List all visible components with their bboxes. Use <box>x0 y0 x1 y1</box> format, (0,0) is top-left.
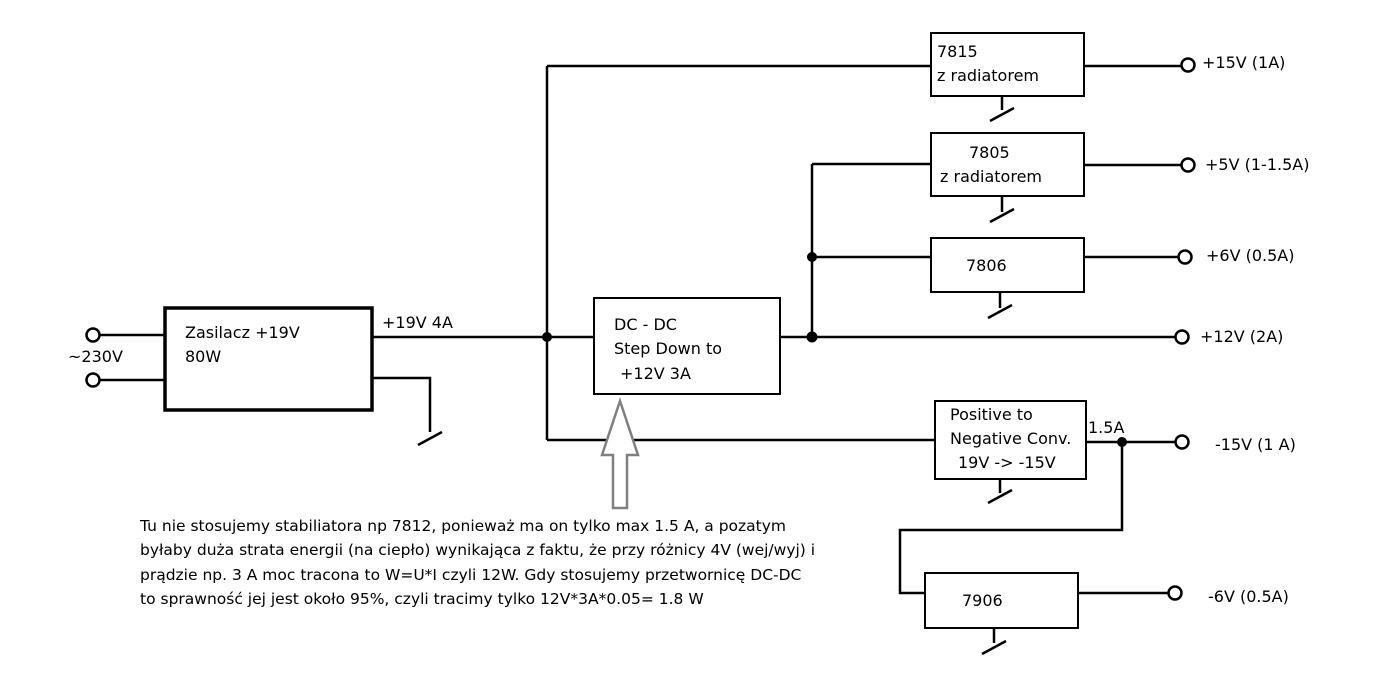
mains-input: ~230V <box>68 327 165 388</box>
7805-label: 7805 <box>969 143 1010 162</box>
output-label-n6: -6V (0.5A) <box>1208 587 1289 606</box>
7806-label: 7806 <box>966 256 1007 275</box>
converter-block: Positive to Negative Conv. 19V -> -15V 1… <box>934 400 1296 505</box>
dcdc-block: DC - DC Step Down to +12V 3A <box>593 297 781 395</box>
7806-box <box>930 237 1085 293</box>
output-terminal-p5 <box>1180 157 1196 173</box>
psu-ground-wire <box>372 376 432 432</box>
7906-label: 7906 <box>962 591 1003 610</box>
regulator-7906: 7906 -6V (0.5A) <box>924 572 1289 656</box>
7815-ground-symbol <box>989 106 1015 123</box>
converter-current-label: 1.5A <box>1088 418 1124 437</box>
psu-label-line2: 80W <box>185 347 221 366</box>
7805-label-radiator: z radiatorem <box>940 167 1042 186</box>
output-label-p12: +12V (2A) <box>1200 327 1283 346</box>
7815-label: 7815 <box>937 42 978 61</box>
7805-box <box>930 132 1085 197</box>
regulator-7805: 7805 z radiatorem +5V (1-1.5A) <box>930 132 1309 224</box>
converter-label-line1: Positive to <box>950 405 1033 424</box>
7805-ground-symbol <box>989 207 1015 224</box>
7906-ground-symbol <box>981 639 1007 656</box>
wire-to-7906 <box>898 442 1124 595</box>
converter-label-line2: Negative Conv. <box>950 429 1071 448</box>
output-label-n15: -15V (1 A) <box>1215 435 1296 454</box>
note-line-3: prądzie np. 3 A moc tracona to W=U*I czy… <box>140 566 801 584</box>
dcdc-box <box>593 297 781 395</box>
output-label-p5: +5V (1-1.5A) <box>1205 155 1309 174</box>
psu-box <box>163 306 374 412</box>
7815-box <box>930 32 1085 97</box>
note-line-1: Tu nie stosujemy stabiliatora np 7812, p… <box>139 517 786 535</box>
7906-box <box>924 572 1079 629</box>
7815-label-radiator: z radiatorem <box>937 66 1039 85</box>
output-label-p6: +6V (0.5A) <box>1206 246 1295 265</box>
psu-ground-symbol <box>417 430 443 447</box>
output-terminal-p15 <box>1180 57 1196 73</box>
note-line-2: byłaby duża strata energii (na ciepło) w… <box>140 541 815 559</box>
7806-ground-symbol <box>987 303 1013 320</box>
input-voltage-label: ~230V <box>68 347 123 366</box>
input-terminal-top <box>85 327 101 343</box>
converter-box <box>934 400 1087 480</box>
output-label-p15: +15V (1A) <box>1202 53 1285 72</box>
output-terminal-p6 <box>1177 249 1193 265</box>
bus-junction <box>542 332 552 342</box>
psu-label-line1: Zasilacz +19V <box>185 323 300 342</box>
psu-block: Zasilacz +19V 80W <box>163 306 374 412</box>
input-terminal-bottom <box>85 372 101 388</box>
output-terminal-p12 <box>1174 329 1190 345</box>
converter-ground-symbol <box>987 488 1013 505</box>
output-terminal-n6 <box>1167 585 1183 601</box>
bus-label: +19V 4A <box>382 313 453 332</box>
regulator-7806: 7806 +6V (0.5A) <box>930 237 1295 320</box>
output-terminal-n15 <box>1174 434 1190 450</box>
dcdc-label-line2: Step Down to <box>614 339 722 358</box>
annotation-arrow <box>600 397 640 510</box>
note-line-4: to sprawność jej jest około 95%, czyli t… <box>140 590 704 608</box>
dcdc-label-line1: DC - DC <box>614 315 677 334</box>
dcdc-label-line3: +12V 3A <box>620 364 691 383</box>
regulator-7815: 7815 z radiatorem +15V (1A) <box>930 32 1285 123</box>
converter-label-line3: 19V -> -15V <box>958 453 1056 472</box>
